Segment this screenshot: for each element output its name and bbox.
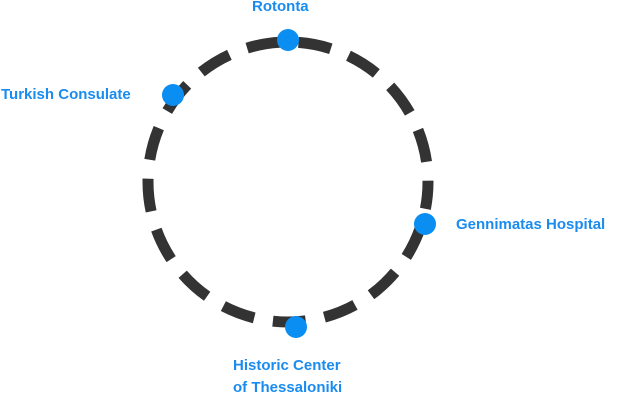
stop-label-gennimatas-hospital: Gennimatas Hospital <box>456 216 606 233</box>
stop-marker-gennimatas-hospital[interactable] <box>414 213 436 235</box>
route-loop-dashed <box>142 36 434 328</box>
stop-marker-historic-center[interactable] <box>285 316 307 338</box>
stop-marker-rotonta[interactable] <box>277 29 299 51</box>
stop-marker-turkish-consulate[interactable] <box>162 84 184 106</box>
stop-label-turkish-consulate: Turkish Consulate <box>1 86 131 103</box>
stop-label-historic-line2: of Thessaloniki <box>233 379 343 396</box>
stop-label-historic-center: Historic Center of Thessaloniki <box>233 355 342 399</box>
stop-label-rotonta: Rotonta <box>252 0 309 15</box>
stop-label-historic-line1: Historic Center <box>233 357 341 374</box>
